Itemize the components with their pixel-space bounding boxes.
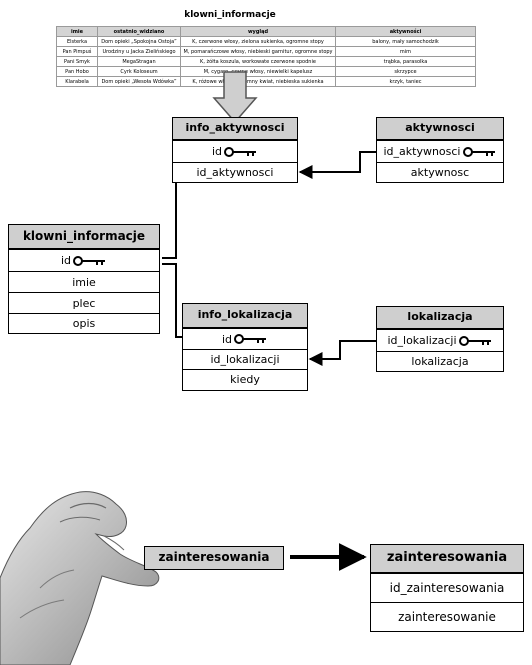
key-icon — [73, 255, 106, 266]
table-title: info_lokalizacja — [183, 304, 307, 328]
key-icon — [458, 335, 491, 346]
table-klowni-informacje: klowni_informacje id imie plec opis — [8, 224, 160, 334]
table-lokalizacja: lokalizacja id_lokalizacji lokalizacja — [376, 306, 504, 372]
table-row: Pani Smyk MegaStragan K, żółta koszula, … — [56, 56, 476, 67]
table-info-aktywnosci: info_aktywnosci id id_aktywnosci — [172, 117, 298, 183]
table-row: Klarabela Dom opieki „Wesoła Wdówka” K, … — [56, 76, 476, 87]
field-name: opis — [72, 316, 96, 330]
table-field: plec — [9, 292, 159, 313]
field-name: id — [60, 254, 72, 267]
table-title: zainteresowania — [371, 545, 523, 573]
field-name: id_zainteresowania — [389, 581, 505, 595]
key-icon — [224, 146, 257, 157]
field-name: kiedy — [230, 373, 260, 386]
table-title: lokalizacja — [377, 307, 503, 329]
table-cell: Elsterka — [56, 36, 98, 47]
table-cell: trąbka, parasolka — [335, 56, 476, 67]
table-cell: K, różowe włosy, ogromny kwiat, niebiesk… — [180, 76, 336, 87]
table-field: id — [183, 328, 307, 349]
table-title: klowni_informacje — [9, 225, 159, 249]
table-cell: MegaStragan — [97, 56, 181, 67]
table-field: id_lokalizacji — [377, 329, 503, 351]
field-name: id — [211, 145, 223, 158]
key-icon — [462, 146, 495, 157]
field-name: id_aktywnosci — [383, 145, 461, 158]
table-cell: Dom opieki „Spokojna Ostoja” — [97, 36, 181, 47]
table-field: lokalizacja — [377, 351, 503, 371]
table-cell: Urodziny u Jacka Zielińskiego — [97, 46, 181, 57]
field-name: zainteresowanie — [398, 609, 496, 624]
source-table-header-row: imie ostatnio_widziano wygląd aktywności — [56, 26, 476, 37]
table-field: id_aktywnosci — [377, 140, 503, 162]
table-cell: skrzypce — [335, 66, 476, 77]
source-table-header: aktywności — [335, 26, 476, 37]
link-aktywnosci-ref — [298, 151, 378, 179]
table-info-lokalizacja: info_lokalizacja id id_lokalizacji kiedy — [182, 303, 308, 391]
table-field: imie — [9, 271, 159, 292]
table-field: opis — [9, 313, 159, 332]
table-title: info_aktywnosci — [173, 118, 297, 140]
table-field: id_aktywnosci — [173, 162, 297, 182]
table-zainteresowania: zainteresowania id_zainteresowania zaint… — [370, 544, 524, 632]
source-table-header: imie — [56, 26, 98, 37]
source-table: imie ostatnio_widziano wygląd aktywności… — [56, 26, 476, 87]
field-name: imie — [72, 275, 96, 289]
table-cell: Pani Smyk — [56, 56, 98, 67]
source-table-header: wygląd — [180, 26, 336, 37]
table-cell: M, cygaro, czarne włosy, niewielki kapel… — [180, 66, 336, 77]
field-name: aktywnosc — [410, 166, 470, 179]
table-cell: Klarabela — [56, 76, 98, 87]
table-field: aktywnosc — [377, 162, 503, 182]
zainteresowania-label: zainteresowania — [144, 546, 284, 570]
table-aktywnosci: aktywnosci id_aktywnosci aktywnosc — [376, 117, 504, 183]
table-cell: balony, mały samochodzik — [335, 36, 476, 47]
key-icon — [234, 334, 267, 344]
field-name: id_aktywnosci — [196, 166, 274, 179]
field-name: id_lokalizacji — [210, 353, 280, 366]
table-cell: Cyrk Koloseum — [97, 66, 181, 77]
table-row: Pan Pimpuś Urodziny u Jacka Zielińskiego… — [56, 46, 476, 57]
table-cell: krzyk, taniec — [335, 76, 476, 87]
table-field: id_lokalizacji — [183, 349, 307, 369]
table-row: Elsterka Dom opieki „Spokojna Ostoja” K,… — [56, 36, 476, 47]
source-table-header: ostatnio_widziano — [97, 26, 181, 37]
table-cell: K, żółta koszula, workowate czerwone spo… — [180, 56, 336, 67]
table-cell: Pan Hobo — [56, 66, 98, 77]
source-table-title: klowni_informacje — [184, 10, 276, 20]
field-name: plec — [72, 296, 96, 310]
table-title: aktywnosci — [377, 118, 503, 140]
field-name: lokalizacja — [411, 355, 469, 368]
table-cell: mim — [335, 46, 476, 57]
field-name: id — [221, 332, 233, 346]
table-field: id — [9, 249, 159, 271]
hand-image — [0, 491, 160, 665]
table-field: kiedy — [183, 369, 307, 389]
zainteresowania-label-text: zainteresowania — [158, 550, 270, 564]
link-lokalizacja-ref — [308, 340, 378, 366]
table-cell: Dom opieki „Wesoła Wdówka” — [97, 76, 181, 87]
table-field: id_zainteresowania — [371, 573, 523, 602]
table-field: zainteresowanie — [371, 602, 523, 630]
table-cell: M, pomarańczowe włosy, niebieski garnitu… — [180, 46, 336, 57]
table-field: id — [173, 140, 297, 162]
table-cell: K, czerwone włosy, zielona sukienka, ogr… — [180, 36, 336, 47]
field-name: id_lokalizacji — [387, 334, 457, 347]
table-cell: Pan Pimpuś — [56, 46, 98, 57]
table-row: Pan Hobo Cyrk Koloseum M, cygaro, czarne… — [56, 66, 476, 77]
